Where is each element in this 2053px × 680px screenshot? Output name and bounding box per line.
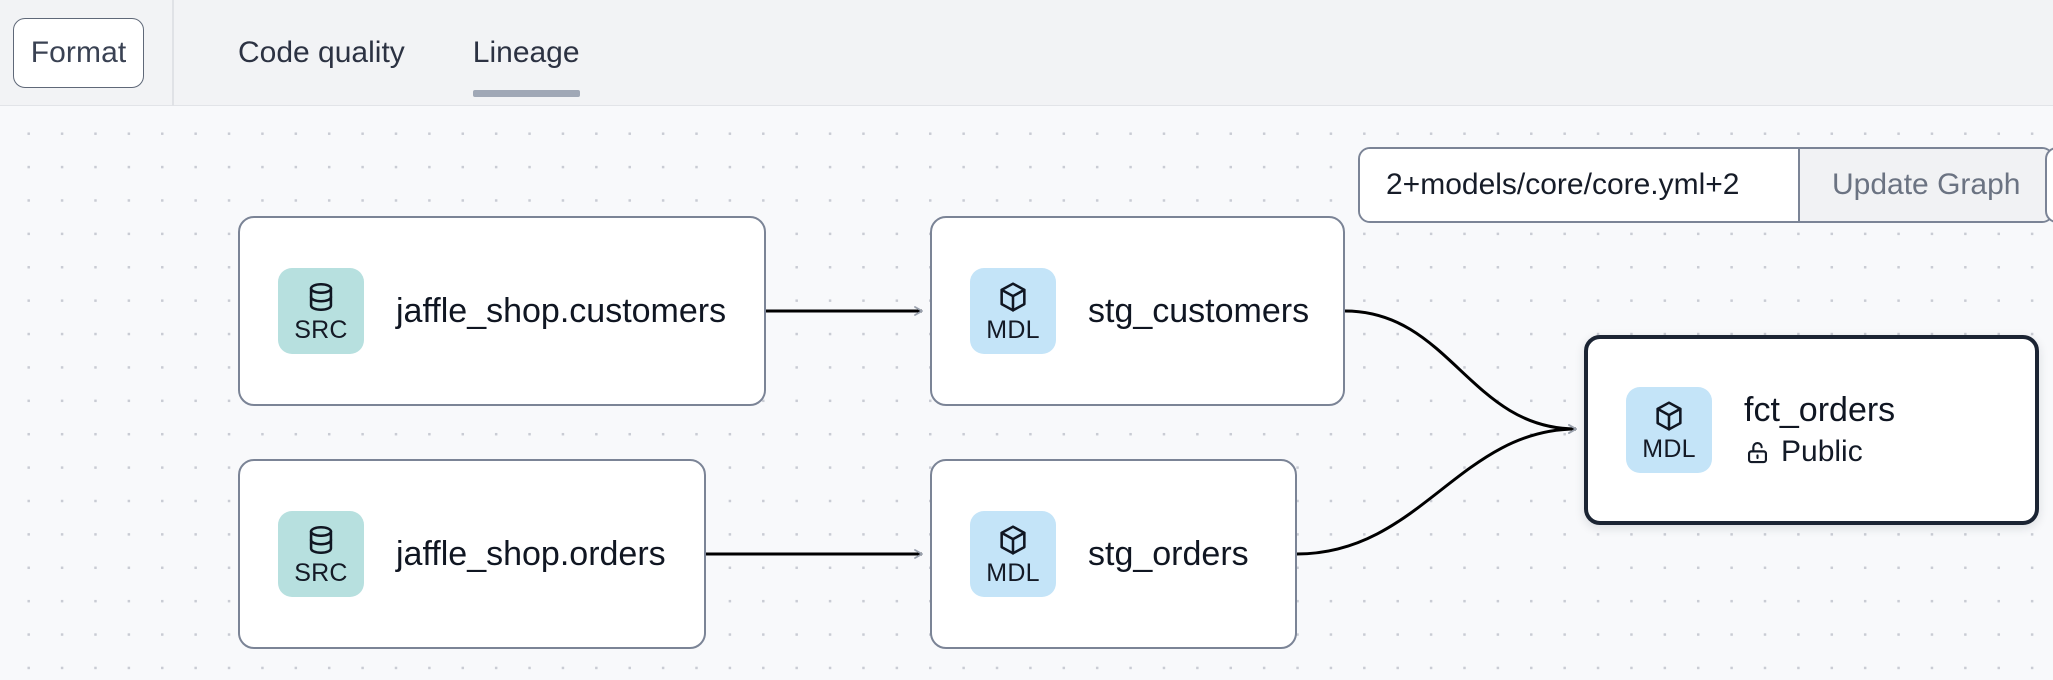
database-icon [309,282,333,311]
node-title: stg_orders [1088,534,1249,573]
tab-lineage[interactable]: Lineage [472,0,580,106]
badge-label: SRC [294,315,348,344]
badge-label: MDL [1642,434,1696,463]
node-visibility-label: Public [1781,435,1863,469]
toolbar-divider [172,0,174,106]
lineage-node-stg-orders[interactable]: MDL stg_orders [930,459,1297,649]
badge-mdl: MDL [970,511,1056,597]
update-graph-button-label: Update Graph [1832,168,2021,201]
lineage-node-src-customers[interactable]: SRC jaffle_shop.customers [238,216,766,406]
unlock-icon [1747,441,1768,463]
node-title: fct_orders [1744,390,1896,429]
badge-mdl: MDL [1626,387,1712,473]
node-body: jaffle_shop.orders [396,535,666,573]
node-body: stg_orders [1088,535,1249,573]
badge-src: SRC [278,268,364,354]
lineage-node-stg-customers[interactable]: MDL stg_customers [930,216,1345,406]
node-visibility: Public [1744,435,1895,469]
tab-code-quality-label: Code quality [238,36,405,69]
node-body: fct_orders Public [1744,391,1895,469]
node-body: stg_customers [1088,292,1309,330]
cube-icon [1656,400,1682,431]
badge-label: MDL [986,558,1040,587]
graph-control-bar: Update Graph [1358,147,2053,223]
edge-stg-customers-to-fct-orders [1344,309,1577,434]
cube-icon [1000,524,1026,555]
tab-lineage-label: Lineage [472,36,580,69]
toolbar: Format Code quality Lineage [0,0,2053,106]
badge-mdl: MDL [970,268,1056,354]
edge-stg-orders-to-fct-orders [1296,424,1577,556]
lineage-canvas[interactable]: SRC jaffle_shop.customers SRC jaffle_sho… [0,106,2053,680]
badge-label: MDL [986,315,1040,344]
format-button[interactable]: Format [13,18,144,88]
tab-code-quality[interactable]: Code quality [238,0,405,106]
lineage-node-fct-orders[interactable]: MDL fct_orders Public [1584,335,2039,525]
badge-src: SRC [278,511,364,597]
tab-underline [472,90,580,97]
dbt-selector-input[interactable] [1360,149,1798,221]
node-title: jaffle_shop.customers [396,291,727,330]
cube-icon [1000,281,1026,312]
node-title: jaffle_shop.orders [396,534,666,573]
update-graph-button[interactable]: Update Graph [1798,149,2053,221]
format-button-label: Format [30,36,127,69]
tab-bar: Code quality Lineage [172,0,580,106]
node-body: jaffle_shop.customers [396,292,726,330]
lineage-node-src-orders[interactable]: SRC jaffle_shop.orders [238,459,706,649]
database-icon [309,525,333,554]
node-title: stg_customers [1088,291,1310,330]
badge-label: SRC [294,558,348,587]
graph-control-overflow[interactable] [2045,147,2053,223]
